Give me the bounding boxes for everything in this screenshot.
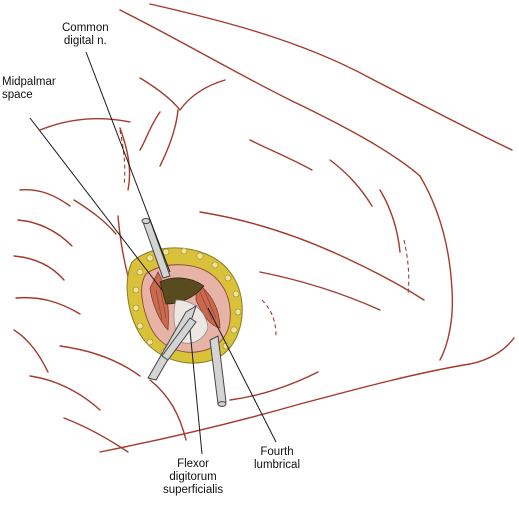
label-line: Fourth <box>260 446 294 458</box>
hand-outline <box>13 3 515 453</box>
label-line: lumbrical <box>254 459 301 471</box>
leader-lines <box>29 51 277 455</box>
label-line: digital n. <box>63 35 107 47</box>
label-line: Midpalmar <box>2 76 56 88</box>
label-common-digital-nerve: Common digital n. <box>62 22 109 48</box>
label-midpalmar-space: Midpalmar space <box>2 76 56 102</box>
retractors <box>141 217 227 407</box>
label-line: digitorum <box>169 471 217 483</box>
label-fourth-lumbrical: Fourth lumbrical <box>254 446 300 472</box>
label-line: Flexor <box>177 458 210 470</box>
label-flexor-digitorum-superficialis: Flexor digitorum superficialis <box>163 458 223 497</box>
label-line: space <box>2 89 33 101</box>
label-line: Common <box>62 22 109 34</box>
label-line: superficialis <box>163 484 224 496</box>
